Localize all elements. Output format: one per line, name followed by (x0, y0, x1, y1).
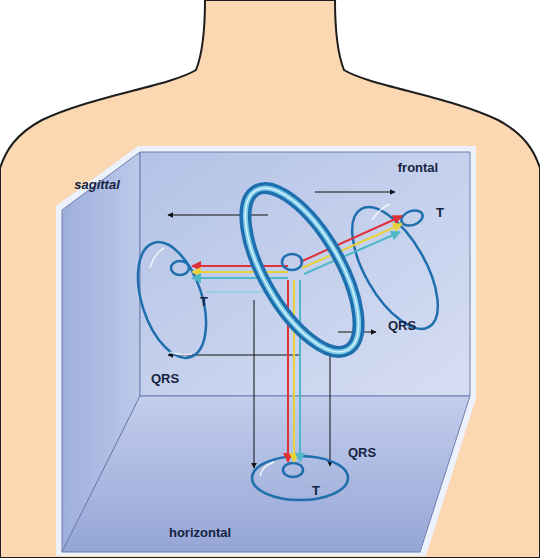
wave-label: QRS (388, 319, 416, 332)
wave-label: QRS (348, 446, 376, 459)
wave-label: T (436, 206, 444, 219)
wave-label: QRS (151, 372, 179, 385)
plane-label: frontal (398, 161, 438, 174)
wave-label: T (200, 295, 208, 308)
wave-label: T (312, 484, 320, 497)
plane-label: sagittal (74, 178, 120, 191)
plane-label: horizontal (169, 526, 231, 539)
